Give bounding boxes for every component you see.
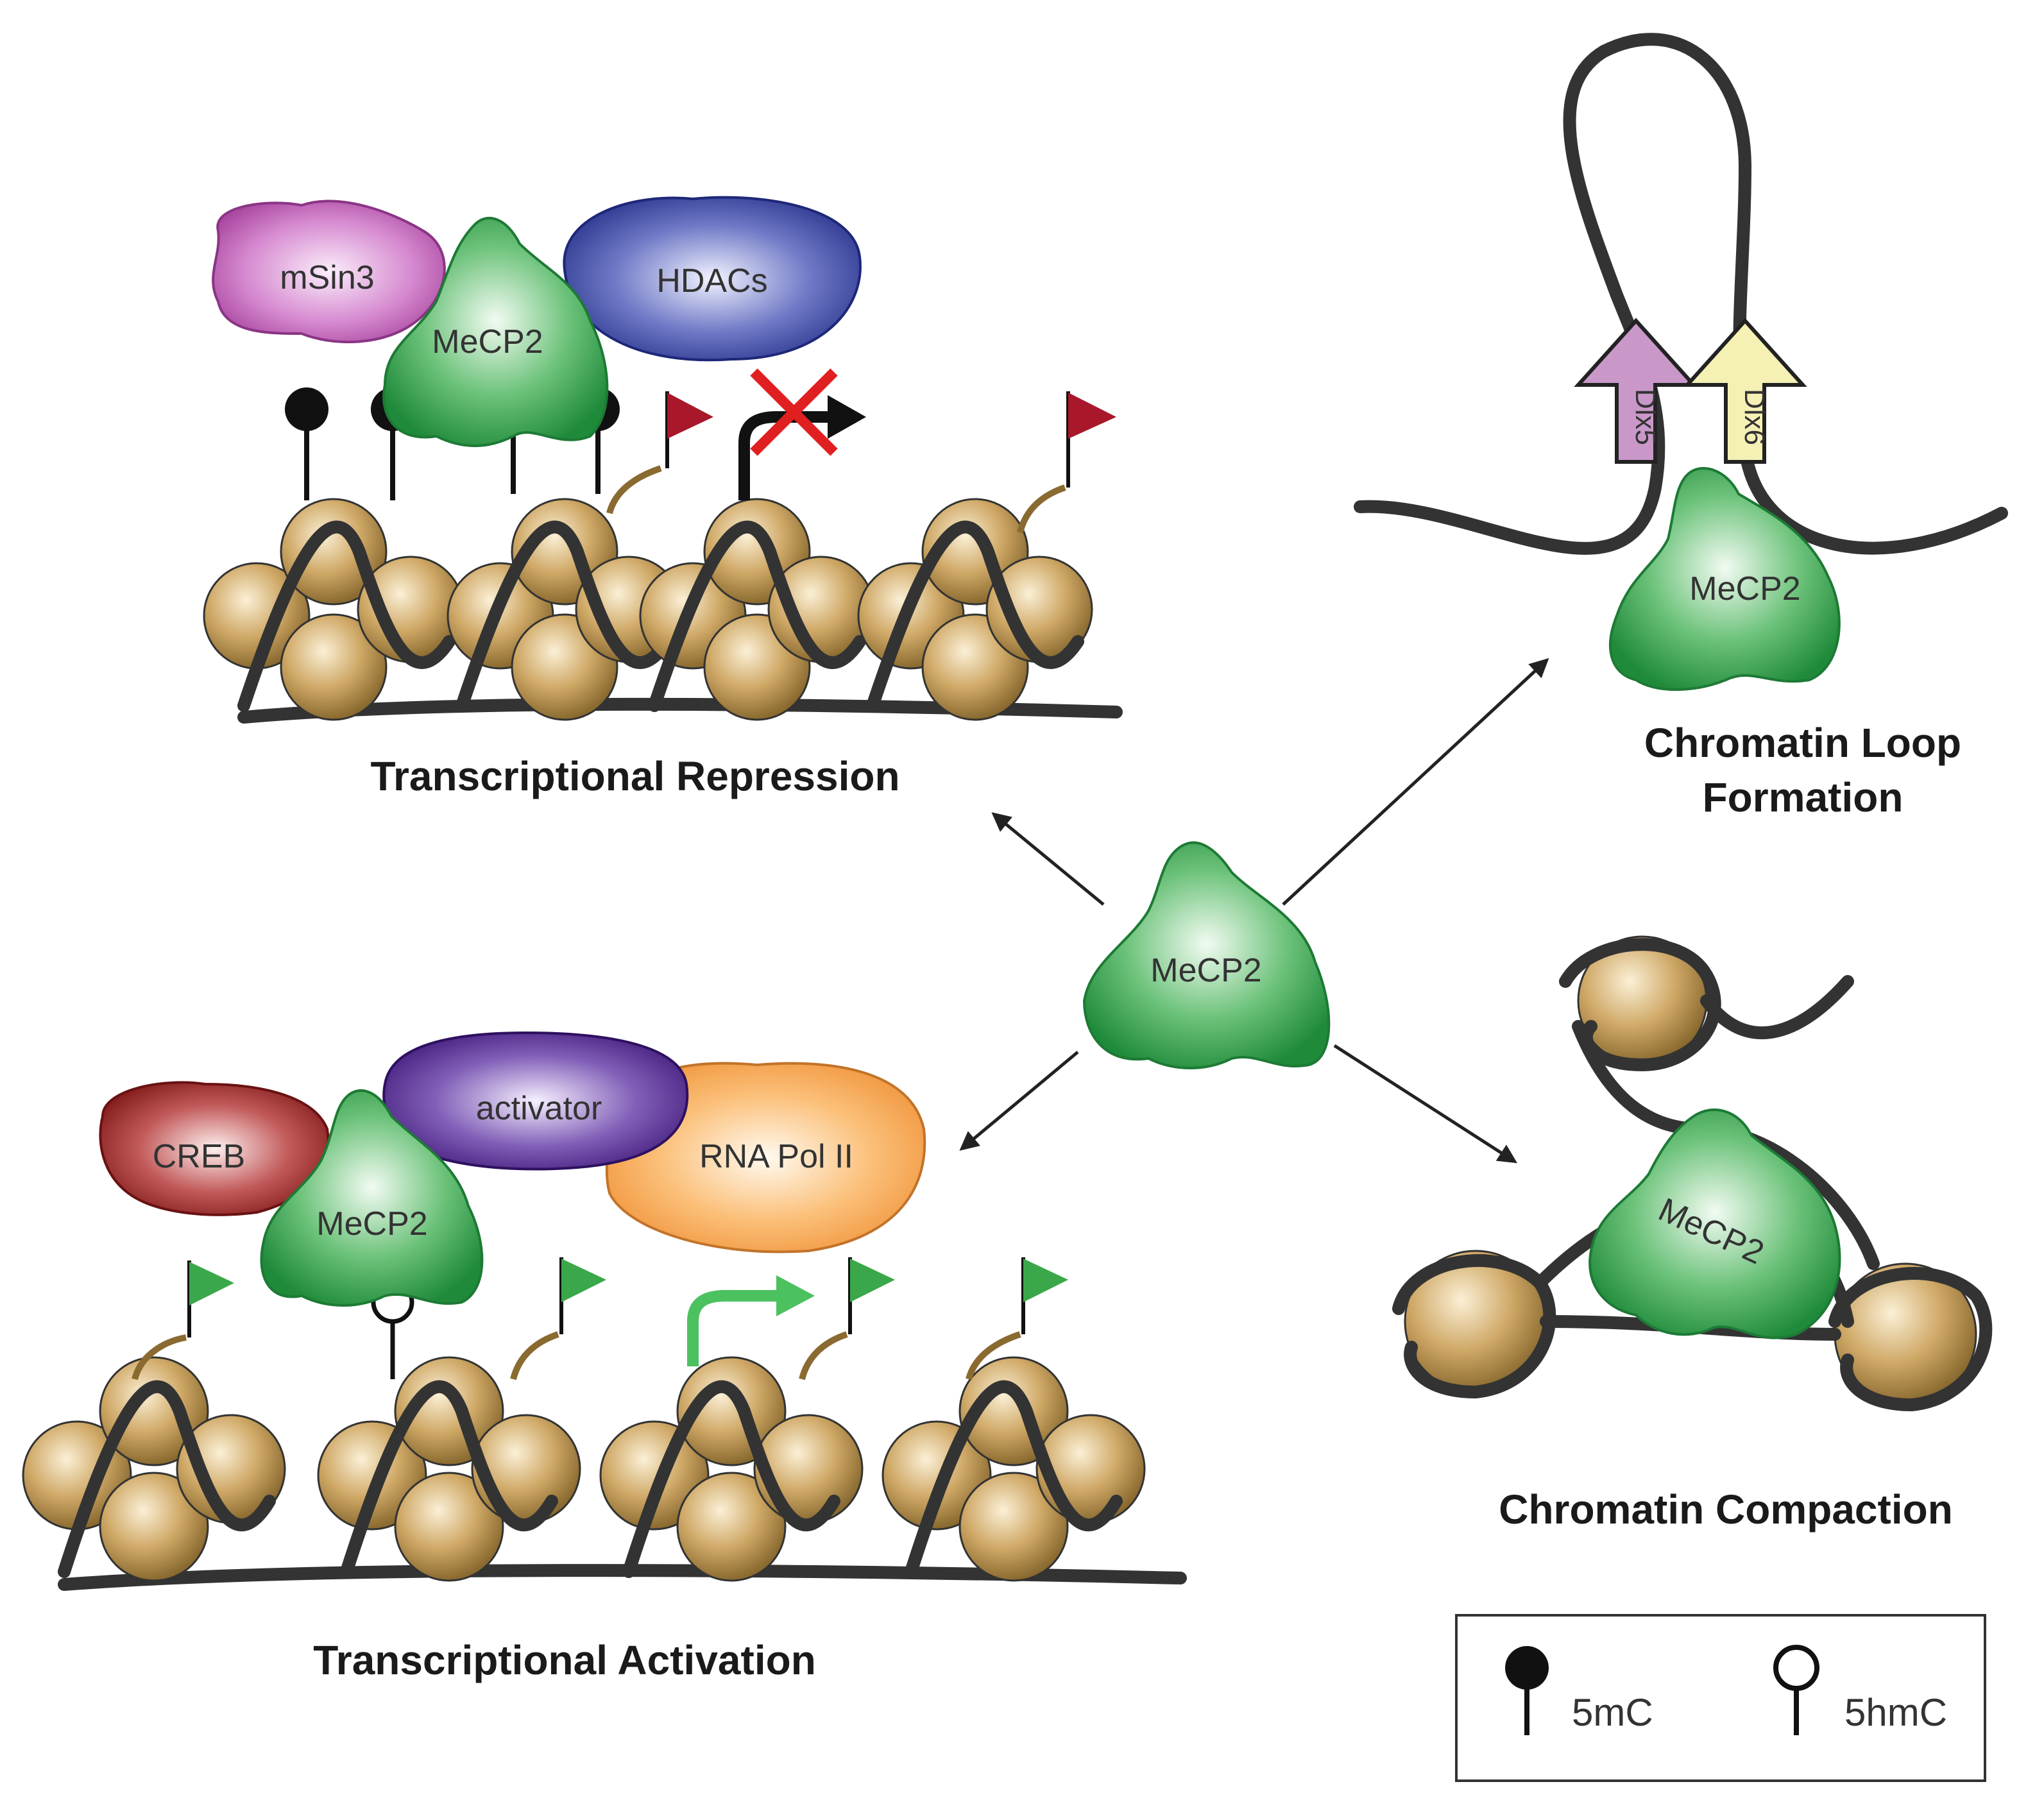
active-flag-2	[510, 1257, 606, 1380]
repression-title: Transcriptional Repression	[370, 753, 899, 799]
arrow-to-compaction	[1333, 1044, 1518, 1164]
mecp2-repression-label: MeCP2	[432, 323, 543, 361]
dlx5-label: Dlx5	[1630, 389, 1661, 445]
blocked-transcription-arrow	[738, 368, 866, 500]
legend-5mc-label: 5mC	[1572, 1691, 1653, 1734]
creb-label: CREB	[153, 1138, 245, 1175]
mecp2-compaction-protein	[1588, 1108, 1841, 1339]
active-transcription-arrow	[687, 1275, 815, 1366]
legend-5hmc-icon	[1773, 1645, 1819, 1735]
repressed-flag-2	[1017, 391, 1116, 534]
loop-dna-strand	[1354, 33, 2008, 555]
loop-title-line2: Formation	[1703, 774, 1903, 820]
mecp2-activation-label: MeCP2	[316, 1205, 427, 1243]
msin3-label: mSin3	[280, 259, 374, 296]
compaction-nucleosome-top	[1559, 935, 1854, 1072]
hdacs-label: HDACs	[656, 262, 767, 300]
legend-5mc-icon	[1505, 1646, 1549, 1735]
mecp2-repression-protein	[382, 217, 609, 447]
active-flag-1	[132, 1261, 234, 1380]
legend-5hmc-label: 5hmC	[1844, 1691, 1947, 1734]
arrow-to-loop	[1282, 658, 1549, 906]
mecp2-center-protein	[1082, 841, 1331, 1069]
dlx6-label: Dlx6	[1739, 389, 1770, 445]
repression-nucleosome-1	[203, 498, 464, 721]
activation-nucleosome-4	[881, 1356, 1146, 1582]
activation-nucleosome-1	[22, 1356, 286, 1582]
compaction-panel: MeCP2 Chromatin Compaction	[1392, 935, 1993, 1533]
repression-panel: mSin3 HDACs MeCP2 Transcriptional Repres…	[203, 196, 1123, 799]
activation-panel: CREB RNA Pol II activator MeCP2 Transcri…	[22, 1031, 1187, 1683]
compaction-nucleosome-right	[1828, 1262, 1993, 1412]
active-flag-4	[966, 1257, 1068, 1380]
dlx5-gene-arrow: Dlx5	[1574, 318, 1698, 464]
arrow-to-activation	[959, 1051, 1079, 1151]
msin3-protein	[212, 200, 446, 344]
rna-pol-ii-label: RNA Pol II	[699, 1138, 853, 1175]
compaction-title: Chromatin Compaction	[1499, 1486, 1953, 1533]
mecp2-center-label: MeCP2	[1150, 952, 1261, 989]
arrow-to-repression	[991, 812, 1105, 906]
hdacs-protein	[563, 196, 862, 362]
repression-nucleosome-4	[857, 498, 1093, 721]
activator-label: activator	[476, 1090, 602, 1127]
dlx6-gene-arrow: Dlx6	[1683, 318, 1807, 464]
repression-nucleosome-3	[639, 498, 875, 721]
activation-nucleosome-2	[317, 1356, 581, 1582]
mecp2-activation-protein	[260, 1089, 484, 1307]
activation-title: Transcriptional Activation	[313, 1637, 816, 1683]
loop-title-line1: Chromatin Loop	[1644, 720, 1961, 766]
active-flag-3	[799, 1257, 895, 1380]
center-panel: MeCP2	[959, 658, 1549, 1164]
activation-nucleosome-3	[599, 1356, 864, 1582]
mecp2-loop-label: MeCP2	[1689, 570, 1800, 607]
compaction-nucleosome-left	[1392, 1250, 1556, 1399]
mecp2-loop-protein	[1609, 467, 1841, 691]
loop-panel: Dlx5 Dlx6 MeCP2 Chromatin Loop Formation	[1354, 33, 2008, 820]
repressed-flag-1	[606, 391, 713, 514]
legend-box: 5mC 5hmC	[1455, 1614, 1986, 1782]
